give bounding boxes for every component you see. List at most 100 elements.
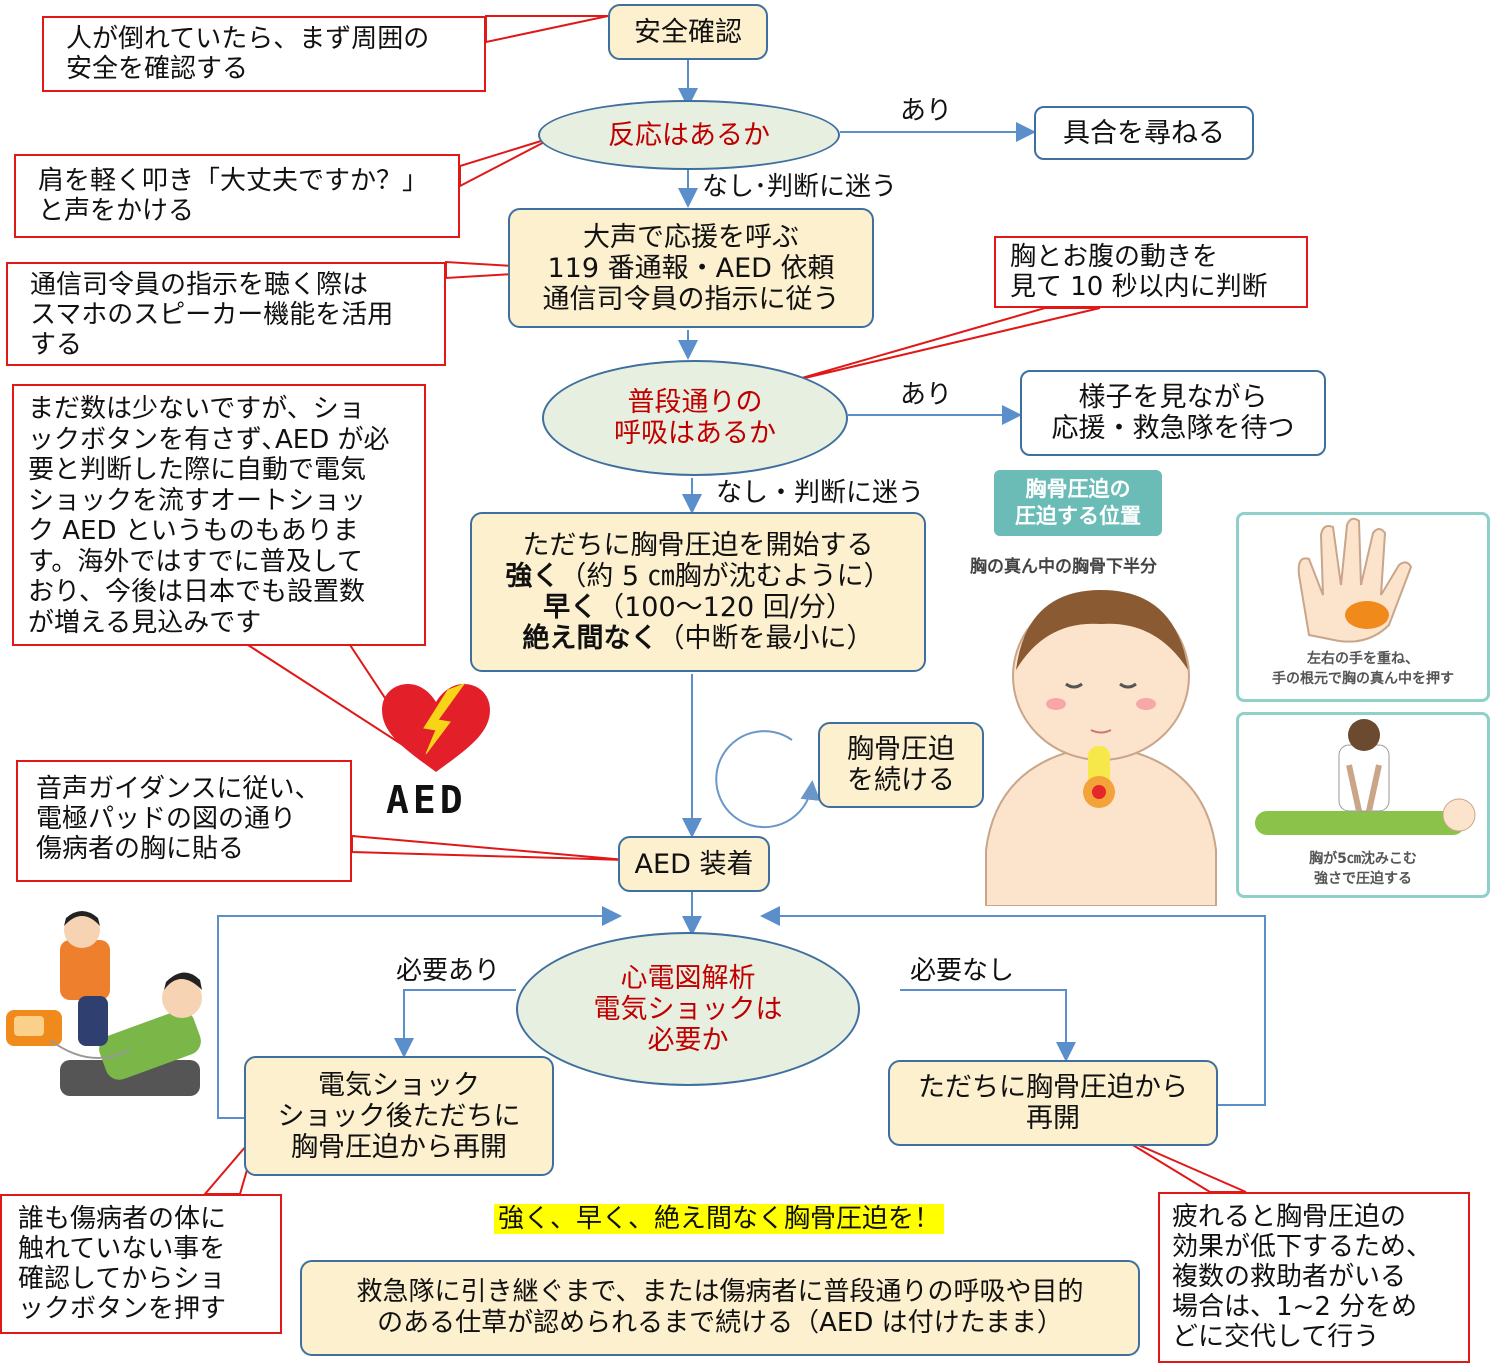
compression-icon — [1255, 719, 1476, 835]
callout-breathing-line1: 胸とお腹の動きを — [1010, 242, 1219, 272]
callout-tap-line1: 肩を軽く叩き「大丈夫ですか？」 — [38, 166, 429, 196]
needed-label: 必要あり — [396, 956, 501, 986]
cpr-continuous-label: 絶え間なく — [522, 623, 658, 654]
cpr-start-line1: ただちに胸骨圧迫を開始する — [522, 530, 874, 561]
callout-auto-line2: ックボタンを有さず､AED が必 — [28, 424, 390, 455]
press-caption-line1: 胸が5㎝沈みこむ — [1309, 851, 1417, 867]
callout-safety: 人が倒れていたら、まず周囲の 安全を確認する — [42, 16, 486, 92]
wait-watch-box: 様子を見ながら 応援・救急隊を待つ — [1020, 370, 1326, 456]
cpr-start-box: ただちに胸骨圧迫を開始する 強く（約 5 ㎝胸が沈むように） 早く（100～12… — [470, 512, 926, 672]
callout-auto-line8: が増える見込みです — [28, 607, 262, 638]
shock-line1: 電気ショック — [318, 1069, 480, 1101]
callout-speaker-line1: 通信司令員の指示を聴く際は — [30, 270, 369, 300]
hand-caption-line2: 手の根元で胸の真ん中を押す — [1272, 671, 1454, 687]
slogan: 強く、早く、絶え間なく胸骨圧迫を！ — [494, 1204, 945, 1234]
callout-auto-line3: 要と判断した際に自動で電気 — [28, 455, 367, 485]
callout-notouch-line3: 確認してからショ — [18, 1264, 226, 1294]
callout-safety-line1: 人が倒れていたら、まず周囲の — [66, 24, 430, 54]
callout-speaker: 通信司令員の指示を聴く際は スマホのスピーカー機能を活用 する — [6, 262, 446, 366]
ecg-question-line1: 心電図解析 — [620, 962, 756, 994]
shock-line2: ショック後ただちに — [277, 1100, 521, 1132]
not-needed-label: 必要なし — [910, 956, 1015, 986]
cpr-start-line3: 早く（100～120 回/分） — [543, 592, 853, 623]
breathing-no-label: なし・判断に迷う — [716, 478, 925, 508]
cpr-fast-label: 早く — [543, 592, 598, 623]
callout-auto-line5: ク AED というものもありま — [28, 516, 359, 546]
callout-pads-line2: 電極パッドの図の通り — [36, 804, 297, 834]
pointer-c6 — [351, 834, 627, 861]
pointer-c1 — [485, 15, 609, 44]
loop-right — [760, 906, 1266, 1106]
hand-caption: 左右の手を重ね、 手の根元で胸の真ん中を押す — [1239, 649, 1487, 689]
call-help-box: 大声で応援を呼ぶ 119 番通報・AED 依頼 通信司令員の指示に従う — [508, 208, 874, 328]
callout-speaker-line3: する — [30, 330, 83, 360]
callout-auto-line7: おり、今後は日本でも設置数 — [28, 577, 365, 607]
response-question: 反応はあるか — [538, 100, 840, 170]
cycle-arrow — [715, 730, 821, 829]
continue-cpr-line1: 胸骨圧迫 — [847, 734, 955, 765]
callout-notouch-line1: 誰も傷病者の体に — [18, 1204, 227, 1234]
position-title-line1: 胸骨圧迫の — [1025, 477, 1131, 501]
ask-condition-box: 具合を尋ねる — [1034, 106, 1254, 160]
rescuer-aed-illustration — [6, 911, 202, 1096]
callout-pads-line3: 傷病者の胸に貼る — [36, 834, 245, 864]
callout-pads: 音声ガイダンスに従い、 電極パッドの図の通り 傷病者の胸に貼る — [16, 760, 352, 882]
breathing-question: 普段通りの 呼吸はあるか — [542, 360, 848, 476]
response-question-label: 反応はあるか — [608, 119, 770, 151]
resume-cpr-line1: ただちに胸骨圧迫から — [918, 1072, 1188, 1103]
pointer-c4 — [787, 307, 1101, 383]
ecg-question-line3: 必要か — [647, 1024, 729, 1056]
callout-no-touch: 誰も傷病者の体に 触れていない事を 確認してからショ ックボタンを押す — [0, 1194, 282, 1334]
ask-condition-label: 具合を尋ねる — [1063, 117, 1225, 149]
callout-safety-line2: 安全を確認する — [66, 54, 249, 84]
cpr-fast-detail: （100～120 回/分） — [597, 592, 853, 623]
cpr-start-line2: 強く（約 5 ㎝胸が沈むように） — [505, 561, 890, 592]
callout-rotate-line3: 複数の救助者がいる — [1172, 1262, 1407, 1292]
resume-cpr-line2: 再開 — [1026, 1103, 1080, 1134]
press-caption: 胸が5㎝沈みこむ 強さで圧迫する — [1239, 849, 1487, 889]
breathing-question-line2: 呼吸はあるか — [614, 418, 776, 449]
child-chest-illustration — [985, 590, 1217, 906]
callout-auto-line6: す。海外ではすでに普及して — [28, 546, 363, 577]
slogan-text: 強く、早く、絶え間なく胸骨圧迫を！ — [494, 1204, 945, 1234]
shock-box: 電気ショック ショック後ただちに 胸骨圧迫から再開 — [244, 1056, 554, 1176]
wait-watch-line2: 応援・救急隊を待つ — [1051, 413, 1295, 444]
aed-logo: AED — [376, 680, 496, 822]
aed-attach-label: AED 装着 — [634, 848, 754, 880]
cpr-strong-label: 強く — [505, 561, 560, 592]
callout-rotate: 疲れると胸骨圧迫の 効果が低下するため、 複数の救助者がいる 場合は、1~2 分… — [1158, 1192, 1470, 1363]
cpr-start-line4: 絶え間なく（中断を最小に） — [523, 623, 874, 654]
continue-cpr-line2: を続ける — [847, 765, 955, 796]
position-title-line2: 圧迫する位置 — [1015, 504, 1141, 528]
ecg-question: 心電図解析 電気ショックは 必要か — [516, 932, 860, 1086]
callout-rotate-line1: 疲れると胸骨圧迫の — [1172, 1202, 1407, 1232]
safety-check-box: 安全確認 — [608, 4, 768, 60]
cpr-continuous-detail: （中断を最小に） — [657, 623, 874, 654]
cpr-position-illustration: 胸骨圧迫の 圧迫する位置 胸の真ん中の胸骨下半分 左右の手を重ね、 手の根元で胸… — [966, 470, 1492, 906]
aed-logo-text: AED — [386, 778, 467, 822]
loop-left — [217, 906, 622, 1119]
callout-speaker-line2: スマホのスピーカー機能を活用 — [30, 300, 394, 330]
ecg-question-line2: 電気ショックは — [593, 993, 783, 1025]
callout-tap-shoulder: 肩を軽く叩き「大丈夫ですか？」 と声をかける — [14, 154, 460, 238]
callout-rotate-line5: どに交代して行う — [1172, 1322, 1380, 1352]
cpr-strong-detail: （約 5 ㎝胸が沈むように） — [559, 561, 891, 592]
callout-rotate-line2: 効果が低下するため、 — [1172, 1232, 1433, 1262]
safety-check-label: 安全確認 — [634, 16, 742, 48]
resume-cpr-box: ただちに胸骨圧迫から 再開 — [888, 1060, 1218, 1146]
aed-attach-box: AED 装着 — [618, 836, 770, 892]
callout-auto-line1: まだ数は少ないですが、ショ — [28, 394, 365, 424]
arrow-needed — [394, 989, 516, 1058]
callout-pads-line1: 音声ガイダンスに従い、 — [36, 774, 321, 804]
call-help-line1: 大声で応援を呼ぶ — [583, 221, 799, 253]
compression-panel: 胸が5㎝沈みこむ 強さで圧迫する — [1236, 712, 1490, 898]
continue-until-line2: のある仕草が認められるまで続ける（AED は付けたまま） — [377, 1308, 1063, 1338]
pointer-c2 — [459, 136, 555, 188]
continue-cpr-box: 胸骨圧迫 を続ける — [818, 722, 984, 808]
continue-until-line1: 救急隊に引き継ぐまで、または傷病者に普段通りの呼吸や目的 — [356, 1277, 1084, 1307]
wait-watch-line1: 様子を見ながら — [1078, 382, 1268, 413]
callout-auto-line4: ショックを流すオートショッ — [28, 485, 367, 516]
press-caption-line2: 強さで圧迫する — [1314, 871, 1412, 887]
call-help-line2: 119 番通報・AED 依頼 — [547, 252, 835, 284]
hand-icon — [1297, 517, 1413, 643]
